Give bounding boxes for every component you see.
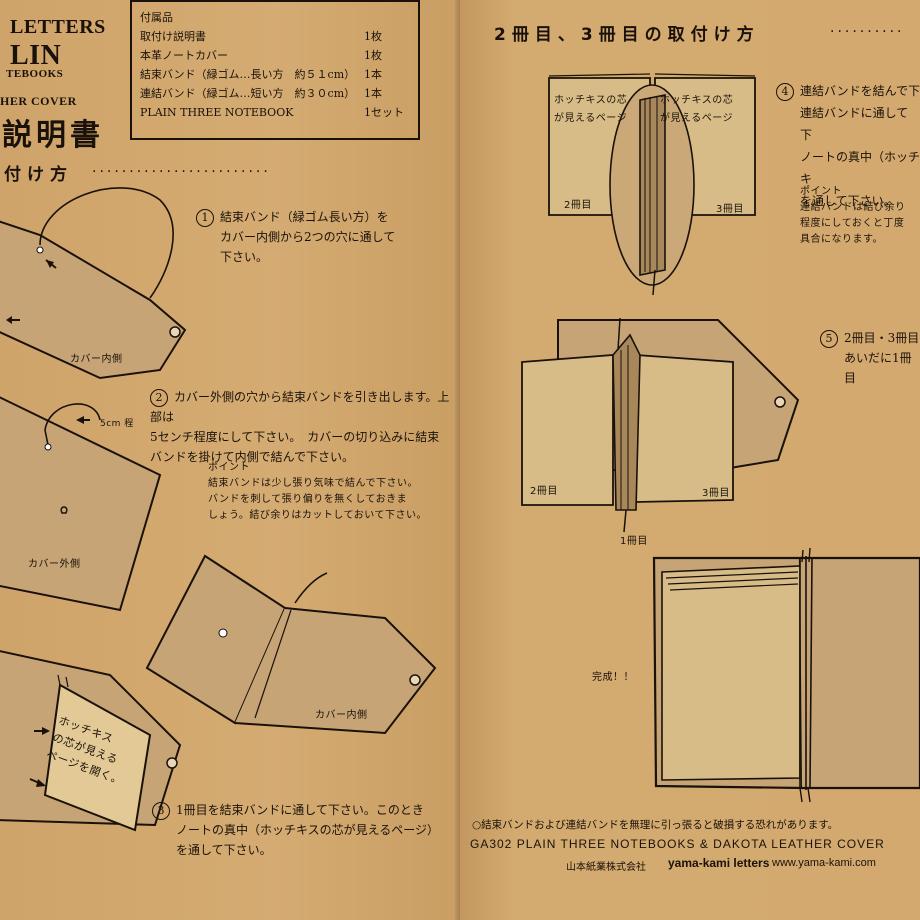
figure-cover-inside-band	[0, 187, 187, 380]
brand-line-3: TEBOOKS	[6, 68, 64, 80]
step-number: 2	[150, 389, 168, 407]
step-number: 4	[776, 83, 794, 101]
step4-point: ポイント 連結バンドは結び余り 程度にしておくと丁度 具合になります。	[800, 186, 906, 245]
measure-label: 5cm 程	[100, 419, 134, 429]
left-page: LETTERS LIN TEBOOKS HER COVER 説明書 付属品 取付…	[0, 0, 460, 920]
fig2-book1-label: 1冊目	[620, 536, 648, 547]
company-en: yama-kami letters	[668, 856, 770, 870]
point-box: ポイント 結束バンドは少し張り気味で結んで下さい。 バンドを刺して張り偏りを無く…	[208, 462, 427, 521]
figure-cover-outside	[0, 396, 162, 612]
heading-dots: ........................	[92, 160, 271, 176]
warning-note: ○結束バンドおよび連結バンドを無理に引っ張ると破損する恐れがあります。	[472, 819, 839, 831]
figure-three-notebooks	[521, 317, 800, 533]
section-heading-right: 2冊目、3冊目の取付け方	[494, 25, 760, 45]
company-jp: 山本紙業株式会社	[566, 862, 646, 873]
fig2-book2-label: 2冊目	[530, 486, 558, 497]
fig1-book3-label: 3冊目	[716, 204, 744, 215]
figure-label-cover-inside: カバー内側	[70, 354, 123, 365]
figure-open-cover	[145, 554, 437, 735]
brand-line-2: LIN	[10, 40, 62, 71]
figure-label-cover-outside: カバー外側	[28, 559, 81, 570]
step-number: 1	[196, 209, 214, 227]
accessory-item: 連結バンド（緑ゴム…短い方 約３０cm）1本	[140, 87, 382, 100]
company-url: www.yama-kami.com	[772, 857, 876, 869]
fig1-right-label: ホッチキスの芯が見えるページ	[660, 95, 734, 124]
fig2-book3-label: 3冊目	[702, 488, 730, 499]
point-title: ポイント	[208, 462, 250, 473]
section-heading: 付け方	[4, 165, 73, 185]
figure-completed	[652, 547, 920, 803]
brand-line-4: HER COVER	[0, 94, 77, 108]
product-code: GA302 PLAIN THREE NOTEBOOKS & DAKOTA LEA…	[470, 837, 885, 851]
right-page: 2冊目、3冊目の取付け方 .......... ホッチキスの芯が見えるページ ホ…	[460, 0, 920, 920]
figure-label-cover-inside-2: カバー内側	[315, 710, 368, 721]
figure-books-open	[548, 73, 756, 296]
figure-notebook-insert	[0, 650, 182, 832]
step-number: 3	[152, 802, 170, 820]
done-label: 完成！！	[592, 672, 634, 683]
accessories-header: 付属品	[140, 11, 173, 24]
fig1-left-label: ホッチキスの芯が見えるページ	[554, 95, 628, 124]
accessory-item: 結束バンド（緑ゴム…長い方 約５１cm）1本	[140, 68, 382, 81]
fig1-book2-label: 2冊目	[564, 200, 592, 211]
page-title: 説明書	[2, 118, 104, 153]
step-number: 5	[820, 330, 838, 348]
heading-dots-right: ..........	[830, 20, 905, 36]
brand-line-1: LETTERS	[10, 16, 106, 38]
